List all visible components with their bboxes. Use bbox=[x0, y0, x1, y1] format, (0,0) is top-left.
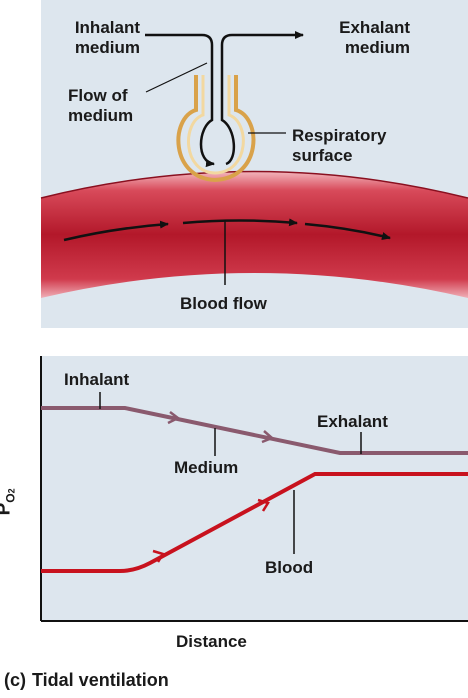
graph-blood-label: Blood bbox=[265, 558, 314, 577]
po2-graph-panel bbox=[41, 356, 468, 621]
blood-flow-label: Blood flow bbox=[180, 294, 267, 313]
caption-part-label: (c) bbox=[4, 670, 26, 690]
vessel-top-edge bbox=[40, 170, 468, 199]
blood-arrow-1 bbox=[152, 549, 165, 563]
blood-vessel bbox=[41, 171, 468, 298]
caption-title: Tidal ventilation bbox=[32, 670, 169, 690]
flow-leader bbox=[145, 62, 208, 93]
respiratory-sac-outer bbox=[176, 75, 256, 183]
blood-line bbox=[41, 472, 468, 573]
blood-flow-arrow-3 bbox=[304, 222, 391, 240]
graph-exhalant-label: Exhalant bbox=[317, 412, 388, 431]
medium-arrow-1 bbox=[167, 411, 181, 425]
respiratory-sac-inner bbox=[187, 75, 245, 175]
figure-caption: (c) Tidal ventilation bbox=[4, 670, 169, 691]
graph-medium-label: Medium bbox=[174, 458, 239, 477]
flow-path-out bbox=[220, 31, 304, 166]
medium-line bbox=[41, 406, 468, 455]
medium-arrow-2 bbox=[261, 430, 275, 444]
blood-flow-arrow-2 bbox=[182, 218, 298, 227]
blood-flow-arrow-1 bbox=[63, 220, 169, 242]
graph-y-axis-label: PO2 bbox=[0, 488, 18, 515]
graph-x-axis-label: Distance bbox=[176, 632, 247, 651]
flow-path-in bbox=[145, 33, 215, 168]
blood-arrow-2 bbox=[257, 498, 270, 512]
graph-inhalant-label: Inhalant bbox=[64, 370, 130, 389]
